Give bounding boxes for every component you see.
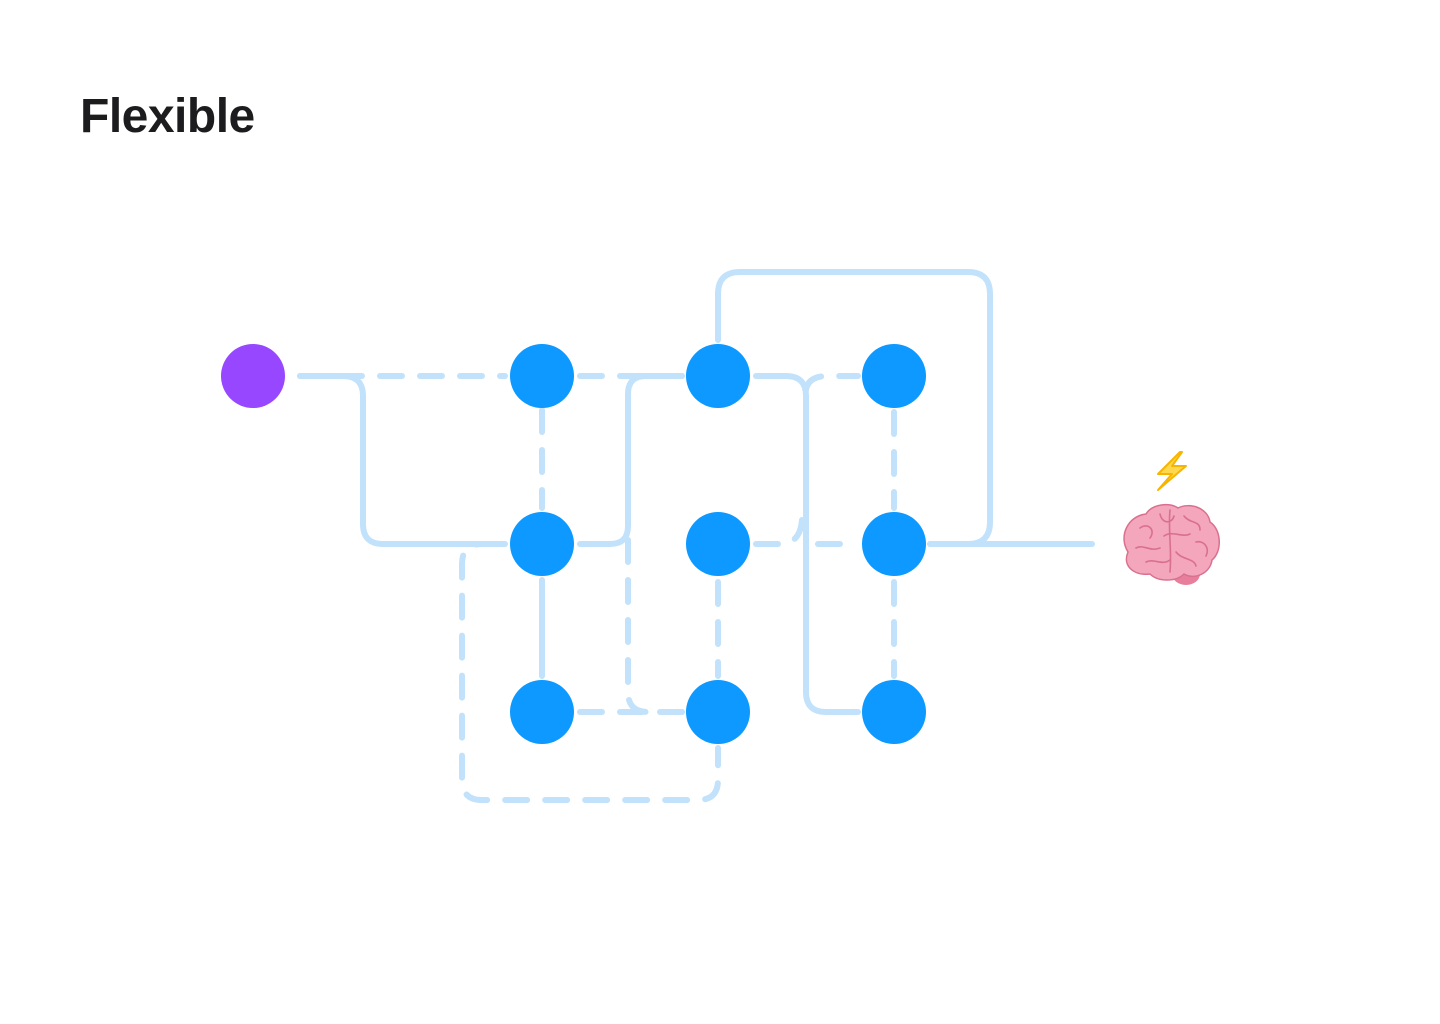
- node-r3-c3[interactable]: [862, 680, 926, 744]
- connection-n12-n13-dash: [803, 373, 861, 393]
- page-title: Flexible: [80, 90, 255, 143]
- nodes: [221, 344, 926, 744]
- node-r1-c3[interactable]: [862, 344, 926, 408]
- connection-n12-n13: [753, 373, 861, 715]
- brain-icon: [1123, 503, 1220, 585]
- connection-n12-n32-loop: [625, 417, 685, 715]
- connection-n22-n23: [753, 517, 861, 547]
- node-r3-c2[interactable]: [686, 680, 750, 744]
- node-r1-c2[interactable]: [686, 344, 750, 408]
- input-node[interactable]: [221, 344, 285, 408]
- connections: [297, 269, 1095, 803]
- node-r2-c2[interactable]: [686, 512, 750, 576]
- connection-input-n21: [297, 373, 508, 547]
- connection-n21-n32-loop: [459, 541, 721, 803]
- node-r3-c1[interactable]: [510, 680, 574, 744]
- node-r1-c1[interactable]: [510, 344, 574, 408]
- node-r2-c1[interactable]: [510, 512, 574, 576]
- lightning-icon: [1157, 451, 1187, 491]
- node-r2-c3[interactable]: [862, 512, 926, 576]
- connection-n12-n23-arc: [715, 269, 993, 547]
